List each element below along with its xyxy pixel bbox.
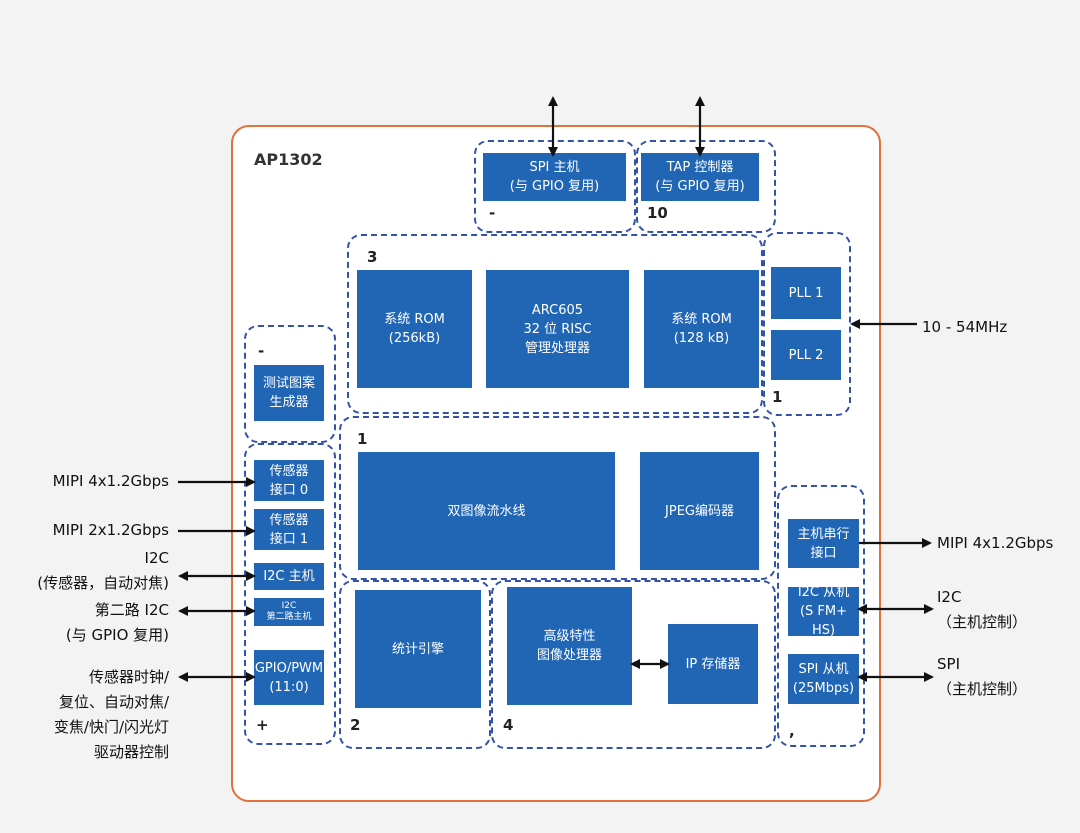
group-number-pipeline: 1 <box>357 430 368 448</box>
group-number-tap: 10 <box>647 204 668 222</box>
i2c-second-master-block: I2C 第二路主机 <box>254 598 324 626</box>
pll2-block: PLL 2 <box>771 330 841 380</box>
i2c-host-label: I2C （主机控制） <box>937 588 1028 631</box>
system-rom-128-block: 系统 ROM (128 kB) <box>644 270 759 388</box>
group-number-sensor: + <box>256 716 269 734</box>
arc605-processor-block: ARC605 32 位 RISC 管理处理器 <box>486 270 629 388</box>
group-number-test: - <box>258 342 265 360</box>
sensor-interface-0-block: 传感器 接口 0 <box>254 460 324 501</box>
group-stats <box>339 580 491 749</box>
tap-controller-block: TAP 控制器 (与 GPIO 复用) <box>641 153 759 201</box>
host-serial-interface-block: 主机串行 接口 <box>788 519 859 568</box>
spi-master-block: SPI 主机 (与 GPIO 复用) <box>483 153 626 201</box>
group-number-spi: - <box>489 204 496 222</box>
mipi-output-label: MIPI 4x1.2Gbps <box>937 534 1054 552</box>
group-test-pattern <box>244 325 336 443</box>
mipi-input-1-label: MIPI 2x1.2Gbps <box>52 521 169 539</box>
pll1-block: PLL 1 <box>771 267 841 319</box>
advanced-isp-block: 高级特性 图像处理器 <box>507 587 632 705</box>
group-number-pll: 1 <box>772 388 783 406</box>
dual-image-pipeline-block: 双图像流水线 <box>358 452 615 570</box>
chip-title: AP1302 <box>254 150 323 169</box>
jpeg-encoder-block: JPEG编码器 <box>640 452 759 570</box>
group-number-host: , <box>789 722 795 740</box>
sensor-interface-1-block: 传感器 接口 1 <box>254 509 324 550</box>
sensor-control-label: 传感器时钟/ 复位、自动对焦/ 变焦/快门/闪光灯 驱动器控制 <box>53 668 169 761</box>
mipi-input-0-label: MIPI 4x1.2Gbps <box>52 472 169 490</box>
group-pipeline <box>339 416 776 580</box>
group-number-isp: 4 <box>503 716 514 734</box>
group-isp <box>491 580 776 749</box>
group-sensor-io <box>244 443 336 745</box>
system-rom-256-block: 系统 ROM (256kB) <box>357 270 472 388</box>
i2c-master-block: I2C 主机 <box>254 563 324 590</box>
i2c-sensor-label: I2C (传感器，自动对焦) <box>37 549 169 592</box>
spi-slave-block: SPI 从机 (25Mbps) <box>788 654 859 704</box>
group-number-core: 3 <box>367 248 378 266</box>
statistics-engine-block: 统计引擎 <box>355 590 481 708</box>
group-host-io <box>777 485 865 747</box>
second-i2c-label: 第二路 I2C (与 GPIO 复用) <box>65 601 169 644</box>
group-number-stats: 2 <box>350 716 361 734</box>
i2c-slave-block: I2C 从机 (S FM+ HS) <box>788 585 859 638</box>
group-core <box>347 234 763 414</box>
ip-storage-block: IP 存储器 <box>668 624 758 704</box>
gpio-pwm-block: GPIO/PWM (11:0) <box>254 650 324 705</box>
spi-host-label: SPI （主机控制） <box>937 655 1028 698</box>
clock-input-label: 10 - 54MHz <box>922 318 1008 336</box>
test-pattern-generator-block: 测试图案 生成器 <box>254 365 324 421</box>
group-tap <box>636 140 776 233</box>
